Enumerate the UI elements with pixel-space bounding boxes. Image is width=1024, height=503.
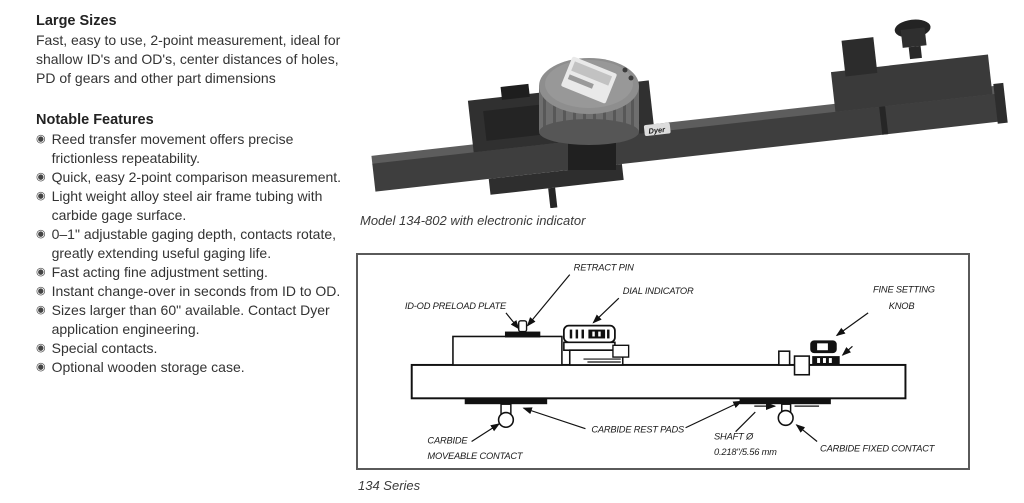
arrow-rest-pads-left [522, 407, 586, 430]
label-shaft-2: 0.218"/5.56 mm [714, 447, 777, 457]
text-column: Large Sizes Fast, easy to use, 2-point m… [36, 13, 344, 377]
list-item: ◉ Sizes larger than 60" available. Contac… [36, 301, 344, 339]
arrow-fine-setting [835, 312, 869, 337]
bullet-icon: ◉ [36, 171, 46, 183]
fine-setting-knob [810, 340, 840, 365]
features-list: ◉ Reed transfer movement offers precise f… [36, 130, 344, 377]
arrow-preload-plate [505, 312, 520, 330]
bullet-icon: ◉ [36, 285, 46, 297]
label-moveable-2: MOVEABLE CONTACT [427, 451, 524, 461]
dial-indicator [562, 324, 630, 366]
shaft-callout-line [735, 411, 756, 433]
bullet-icon: ◉ [36, 342, 46, 354]
left-rest-pad [464, 398, 548, 405]
label-shaft-1: SHAFT Ø [714, 432, 754, 442]
label-fine-setting-2: KNOB [889, 301, 915, 311]
list-item: ◉ Quick, easy 2-point comparison measurem… [36, 168, 344, 187]
feature-text: Light weight alloy steel air frame tubin… [51, 188, 323, 223]
fixed-contact-ball [777, 409, 794, 427]
list-item: ◉ Fast acting fine adjustment setting. [36, 263, 344, 282]
feature-text: Special contacts. [51, 340, 158, 356]
preload-plate [504, 331, 541, 338]
post-small [778, 350, 791, 366]
bullet-icon: ◉ [36, 361, 46, 373]
label-preload-plate: ID-OD PRELOAD PLATE [405, 301, 507, 311]
label-fine-setting-1: FINE SETTING [873, 284, 935, 294]
list-item: ◉ Instant change-over in seconds from ID … [36, 282, 344, 301]
bullet-icon: ◉ [36, 304, 46, 316]
feature-text: Fast acting fine adjustment setting. [51, 264, 268, 280]
label-moveable-1: CARBIDE [427, 435, 468, 445]
list-item: ◉ Reed transfer movement offers precise f… [36, 130, 344, 168]
beam [410, 363, 907, 400]
brand-label-plate [643, 122, 671, 136]
label-retract-pin: RETRACT PIN [574, 263, 634, 273]
arrow-fixed-contact [795, 424, 818, 442]
arrow-dial-indicator [592, 297, 620, 324]
moveable-contact-ball [497, 411, 515, 429]
photo-caption: Model 134-802 with electronic indicator [360, 213, 586, 228]
left-rest-pad-photo [488, 163, 624, 195]
brand-label-text: Dyer [648, 125, 667, 136]
feature-text: Reed transfer movement offers precise fr… [51, 131, 294, 166]
list-item: ◉ Optional wooden storage case. [36, 358, 344, 377]
feature-text: Instant change-over in seconds from ID t… [51, 283, 341, 299]
feature-text: Optional wooden storage case. [51, 359, 245, 375]
preload-housing [452, 335, 563, 366]
label-fixed-contact: CARBIDE FIXED CONTACT [820, 443, 936, 453]
list-item: ◉ Light weight alloy steel air frame tubi… [36, 187, 344, 225]
intro-paragraph: Fast, easy to use, 2-point measurement, … [36, 32, 341, 86]
product-photo-svg: Dyer [371, 19, 1008, 209]
diagram-svg: RETRACT PIN DIAL INDICATOR ID-OD PRELOAD… [405, 263, 936, 461]
arrow-retract-pin [526, 274, 571, 327]
feature-text: Sizes larger than 60" available. Contact… [51, 302, 330, 337]
bullet-icon: ◉ [36, 228, 46, 240]
gage-beam-photo: Dyer [371, 19, 1008, 209]
section-heading-notable-features: Notable Features [36, 112, 154, 128]
list-item: ◉ Special contacts. [36, 339, 344, 358]
electronic-indicator-photo [539, 56, 639, 170]
arrow-moveable-contact [471, 423, 501, 442]
bullet-icon: ◉ [36, 266, 46, 278]
post-large [793, 355, 811, 376]
product-photo: Dyer [362, 8, 1022, 209]
bullet-icon: ◉ [36, 190, 46, 202]
retract-pin [518, 320, 528, 333]
label-dial-indicator: DIAL INDICATOR [623, 286, 694, 296]
arrow-knob-base [841, 345, 853, 356]
feature-text: 0–1" adjustable gaging depth, contacts r… [51, 226, 337, 261]
list-item: ◉ 0–1" adjustable gaging depth, contacts … [36, 225, 344, 263]
feature-text: Quick, easy 2-point comparison measureme… [51, 169, 342, 185]
diagram-box: RETRACT PIN DIAL INDICATOR ID-OD PRELOAD… [356, 253, 970, 470]
right-rest-pad [739, 398, 831, 405]
diagram-caption: 134 Series [358, 478, 421, 493]
label-rest-pads: CARBIDE REST PADS [591, 425, 685, 435]
section-heading-large-sizes: Large Sizes [36, 13, 117, 29]
bullet-icon: ◉ [36, 133, 46, 145]
arrow-rest-pads-right [685, 400, 743, 429]
